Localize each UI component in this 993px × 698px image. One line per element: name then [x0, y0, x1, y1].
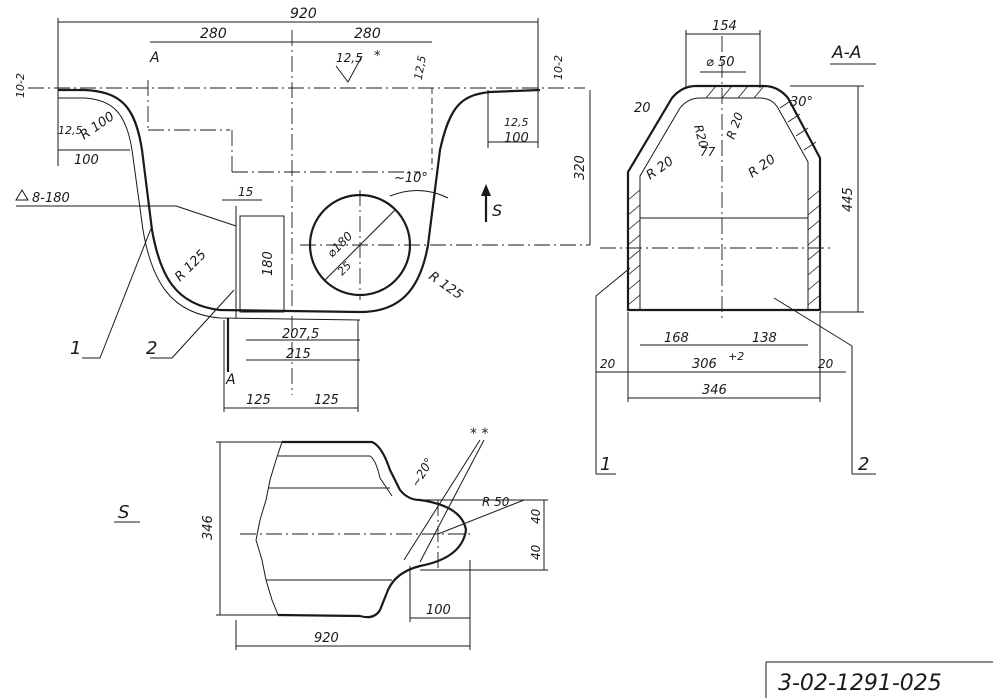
dim-small-left: 12,5 [58, 124, 83, 137]
dim-offset-right: 10-2 [552, 55, 565, 80]
dim-angle-30: 30° [790, 95, 813, 110]
bracket-profile-inner [58, 97, 361, 321]
dim-207: 207,5 [282, 327, 319, 342]
dim-foot-right: 100 [504, 131, 529, 146]
dim-offset-left: 10-2 [14, 73, 27, 98]
dim-138: 138 [752, 331, 777, 346]
dim-view-s-width: 920 [314, 631, 339, 646]
dim-gap: 15 [238, 185, 253, 199]
view-s-break-line [255, 441, 283, 616]
weld-symbol [15, 189, 29, 201]
dim-hole-offset: 25 [335, 259, 354, 278]
view-s-title: S [118, 502, 129, 523]
section-callout-2-leader-end [773, 297, 853, 347]
dim-wall-right: 20 [818, 357, 834, 371]
roughness-mark: * [374, 49, 381, 64]
dim-view-s-height: 346 [201, 515, 216, 540]
dim-left-half: 280 [200, 26, 227, 42]
roughness-value: 12,5 [336, 51, 363, 65]
section-hatching [627, 85, 821, 306]
view-arrow-label: S [492, 201, 502, 220]
dim-hole: ⌀180 [324, 229, 355, 260]
view-s-marks: * * [470, 426, 488, 442]
section-inner-profile [639, 97, 809, 310]
dim-168: 168 [664, 331, 689, 346]
view-s-mark-leader-a [403, 439, 481, 561]
dim-view-s-r-leader [437, 499, 525, 535]
view-arrow-head [481, 184, 491, 196]
view-s-inner [278, 455, 393, 497]
dim-view-s-40a: 40 [529, 508, 543, 524]
dim-foot-left: 100 [74, 153, 99, 168]
section-callout-1-leader-end [595, 267, 631, 297]
dim-right-half: 280 [354, 26, 381, 42]
dim-mid: 306 [692, 357, 717, 372]
dim-section-overall: 346 [702, 383, 727, 398]
dim-small-right: 12,5 [504, 116, 529, 129]
dim-wall-left: 20 [600, 357, 616, 371]
callout-2: 2 [146, 338, 157, 359]
hole-dia-line [324, 209, 396, 281]
weld-spec: 8-180 [32, 191, 70, 206]
dim-lower-radius: R 125 [172, 247, 209, 284]
dim-overall: 920 [290, 6, 317, 22]
section-callout-1: 1 [600, 454, 611, 475]
dim-height: 320 [573, 155, 588, 180]
dim-small: 77 [700, 145, 716, 159]
roughness-symbol [335, 55, 363, 83]
weld-leader-end [175, 205, 237, 227]
dim-mid-tol: +2 [728, 350, 744, 363]
dim-small-top: 12,5 [412, 54, 429, 80]
dim-web: 180 [261, 251, 276, 276]
dim-radius-right: R 20 [746, 152, 779, 181]
angle-arc [389, 190, 449, 199]
dim-inner-dia: ⌀ 50 [706, 55, 735, 70]
dim-section-height: 445 [841, 187, 856, 212]
plate-2 [239, 215, 285, 313]
section-mark-bottom: A [225, 372, 236, 388]
dim-radius-top-right: R 20 [724, 110, 747, 141]
bracket-profile [58, 88, 541, 314]
dim-angle: ~10° [394, 171, 428, 186]
callout-1-leader [99, 225, 153, 359]
dim-bend-radius-left: R 100 [78, 109, 118, 143]
dim-view-s-40b: 40 [529, 544, 543, 560]
dim-view-s-100: 100 [426, 603, 451, 618]
dim-radius-top-left: R20 [691, 123, 711, 150]
callout-1: 1 [70, 338, 81, 359]
section-title: A-A [831, 43, 861, 63]
front-view: 920 280 280 A 12,5 * 12,5 10-2 10-2 12,5… [14, 6, 591, 412]
drawing-number: 3-02-1291-025 [778, 671, 942, 696]
dim-top-width: 154 [712, 19, 737, 34]
dim-215: 215 [286, 347, 311, 362]
dim-radius-left: R 20 [644, 154, 677, 183]
view-s: S 346 920 100 40 40 R 50 * [114, 426, 548, 650]
view-s-outline [277, 440, 468, 619]
view-s-mark-leader-b [419, 439, 485, 563]
title-block: 3-02-1291-025 [765, 661, 993, 698]
dim-thickness: 20 [634, 101, 651, 116]
dim-view-s-angle: ~20° [408, 455, 436, 489]
callout-2-leader [171, 289, 235, 359]
dim-bottom-right: 125 [314, 393, 339, 408]
section-mark-top: A [149, 50, 160, 66]
dim-lower-radius-right: R 125 [426, 269, 466, 303]
section-callout-2: 2 [858, 454, 869, 475]
section-view: A-A [595, 19, 876, 475]
dim-bottom-left: 125 [246, 393, 271, 408]
dim-view-s-r: R 50 [482, 495, 510, 509]
